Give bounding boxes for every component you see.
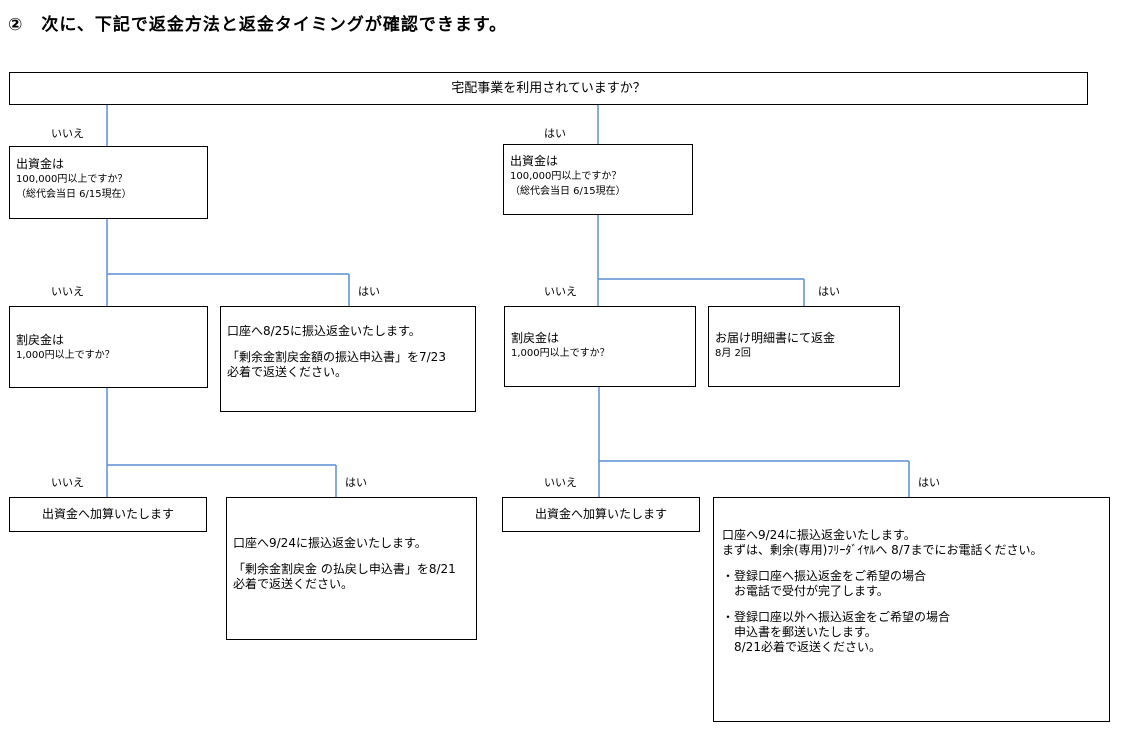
right-investment-question: 出資金は 100,000円以上ですか？ （総代会当日 6/15現在） <box>503 144 693 215</box>
left-investment-question: 出資金は 100,000円以上ですか？ （総代会当日 6/15現在） <box>9 146 208 219</box>
right-investment-line3: （総代会当日 6/15現在） <box>510 186 626 197</box>
left-investment-line2: 100,000円以上ですか？ <box>16 174 128 185</box>
left-refund-question: 割戻金は 1,000円以上ですか？ <box>9 306 208 388</box>
right-refund-question: 割戻金は 1,000円以上ですか？ <box>504 306 696 387</box>
label-yes: はい <box>345 476 367 489</box>
left-transfer-924-box: 口座へ9/24に振込返金いたします。 「剰余金割戻金 の払戻し申込書」を8/21… <box>226 497 477 640</box>
right-transfer-924-line1: 口座へ9/24に振込返金いたします。 <box>722 528 916 542</box>
left-add-to-investment-box: 出資金へ加算いたします <box>9 497 207 532</box>
label-no: いいえ <box>544 476 577 489</box>
left-transfer-825-line3: 必着で返送ください。 <box>227 365 348 379</box>
right-refund-line2: 1,000円以上ですか？ <box>511 348 610 359</box>
right-transfer-924-line7: 8/21必着で返送ください。 <box>722 640 881 654</box>
top-question-text: 宅配事業を利用されていますか？ <box>451 81 646 96</box>
right-statement-line1: お届け明細書にて返金 <box>715 331 836 345</box>
left-transfer-825-box: 口座へ8/25に振込返金いたします。 「剰余金割戻金額の振込申込書」を7/23 … <box>220 306 476 412</box>
left-investment-line3: （総代会当日 6/15現在） <box>16 189 132 200</box>
label-yes: はい <box>544 127 566 140</box>
right-transfer-924-line3: ・登録口座へ振込返金をご希望の場合 <box>722 569 927 583</box>
right-investment-line2: 100,000円以上ですか？ <box>510 171 622 182</box>
right-transfer-924-box: 口座へ9/24に振込返金いたします。 まずは、剰余(専用)ﾌﾘｰﾀﾞｲﾔﾙへ 8… <box>713 497 1110 722</box>
right-transfer-924-line2: まずは、剰余(専用)ﾌﾘｰﾀﾞｲﾔﾙへ 8/7までにお電話ください。 <box>722 543 1043 557</box>
right-transfer-924-line4: お電話で受付が完了します。 <box>722 584 889 598</box>
right-investment-line1: 出資金は <box>510 154 559 168</box>
label-yes: はい <box>918 476 940 489</box>
left-transfer-924-line3: 必着で返送ください。 <box>233 577 354 591</box>
right-refund-line1: 割戻金は <box>511 331 560 345</box>
left-transfer-924-line1: 口座へ9/24に振込返金いたします。 <box>233 536 427 550</box>
label-yes: はい <box>358 285 380 298</box>
label-no: いいえ <box>51 127 84 140</box>
left-investment-line1: 出資金は <box>16 157 65 171</box>
left-transfer-825-line2: 「剰余金割戻金額の振込申込書」を7/23 <box>227 350 446 364</box>
left-add-to-investment-text: 出資金へ加算いたします <box>41 507 174 521</box>
right-add-to-investment-text: 出資金へ加算いたします <box>534 507 667 521</box>
left-transfer-924-line2: 「剰余金割戻金 の払戻し申込書」を8/21 <box>233 562 456 576</box>
label-no: いいえ <box>544 285 577 298</box>
right-add-to-investment-box: 出資金へ加算いたします <box>502 497 700 532</box>
page-heading: ② 次に、下記で返金方法と返金タイミングが確認できます。 <box>8 15 508 35</box>
left-refund-line2: 1,000円以上ですか？ <box>16 350 115 361</box>
label-no: いいえ <box>51 285 84 298</box>
left-refund-line1: 割戻金は <box>16 333 65 347</box>
right-statement-box: お届け明細書にて返金 8月 2回 <box>708 306 900 387</box>
label-no: いいえ <box>51 476 84 489</box>
left-transfer-825-line1: 口座へ8/25に振込返金いたします。 <box>227 324 421 338</box>
connector-group <box>106 105 910 497</box>
right-transfer-924-line6: 申込書を郵送いたします。 <box>722 625 877 639</box>
right-transfer-924-line5: ・登録口座以外へ振込返金をご希望の場合 <box>722 610 951 624</box>
top-question-box: 宅配事業を利用されていますか？ <box>9 72 1088 105</box>
right-statement-line2: 8月 2回 <box>715 348 751 359</box>
label-yes: はい <box>818 285 840 298</box>
